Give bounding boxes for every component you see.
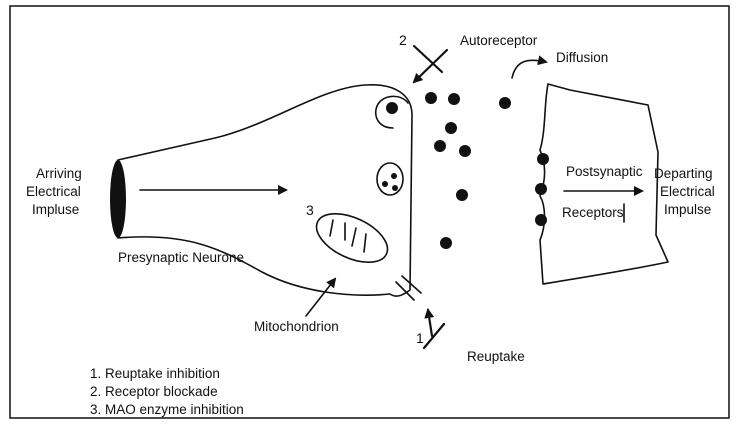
arriving-label-line-1: Arriving — [36, 166, 82, 181]
blockade-cross-1 — [424, 324, 444, 348]
diffusion-label: Diffusion — [556, 50, 608, 65]
departing-label-line-1: Departing — [654, 166, 713, 181]
legend-item-3: 3. MAO enzyme inhibition — [90, 402, 244, 417]
legend-item-2: 2. Receptor blockade — [90, 384, 218, 399]
legend-item-1: 1. Reuptake inhibition — [90, 366, 220, 381]
departing-label-line-2: Electrical — [660, 184, 715, 199]
departing-label-line-3: Impulse — [664, 202, 711, 217]
axon-opening — [110, 160, 126, 238]
arriving-label-line-2: Electrical — [26, 184, 81, 199]
marker-2: 2 — [399, 32, 407, 48]
mitochondrion-label: Mitochondrion — [254, 319, 339, 334]
postsynaptic-label: Postsynaptic — [566, 164, 643, 179]
presynaptic-neurone-label: Presynaptic Neurone — [118, 250, 244, 265]
postsynaptic-neurone — [535, 84, 668, 284]
reuptake-arrow — [428, 310, 432, 336]
marker-3: 3 — [306, 202, 314, 218]
vesicle — [377, 163, 403, 195]
marker-1: 1 — [416, 330, 424, 346]
arriving-label-line-3: Impluse — [32, 202, 79, 217]
autoreceptor-site — [376, 96, 408, 128]
receptors-label: Receptors — [562, 205, 624, 220]
neurotransmitter-molecules — [425, 92, 511, 249]
presynaptic-neurone — [110, 85, 421, 300]
mitochondrion-pointer — [306, 279, 335, 316]
autoreceptor-arrow — [414, 50, 447, 82]
autoreceptor-label: Autoreceptor — [460, 33, 538, 48]
mitochondrion-shape — [309, 204, 395, 272]
diffusion-arrow — [512, 60, 546, 78]
reuptake-label: Reuptake — [467, 349, 525, 364]
